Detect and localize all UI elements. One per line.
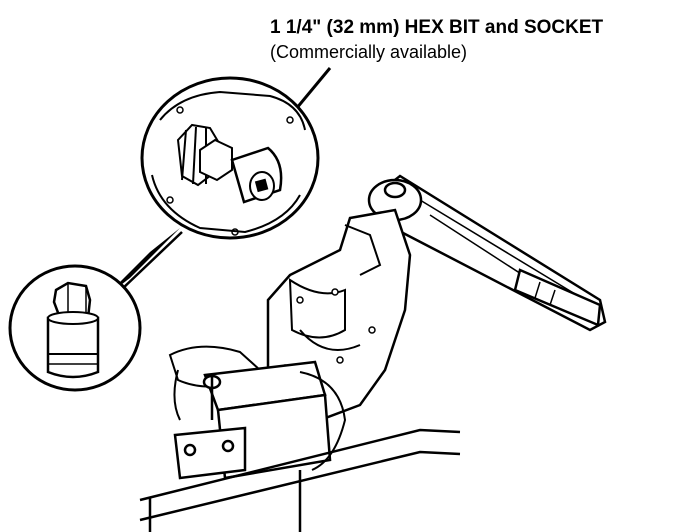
detail-connector <box>104 228 180 298</box>
availability-note: (Commercially available) <box>270 42 468 62</box>
torque-wrench <box>367 174 607 332</box>
workbench <box>139 428 461 532</box>
socket-in-detail <box>230 146 283 204</box>
tool-name-label: 1 1/4" (32 mm) HEX BIT and SOCKET <box>270 17 604 38</box>
bench-vise <box>168 345 347 480</box>
callout-label: 1 1/4" (32 mm) HEX BIT and SOCKET (Comme… <box>270 16 603 64</box>
magnified-detail-view <box>140 76 320 240</box>
hex-bit-socket-inset <box>8 264 142 392</box>
